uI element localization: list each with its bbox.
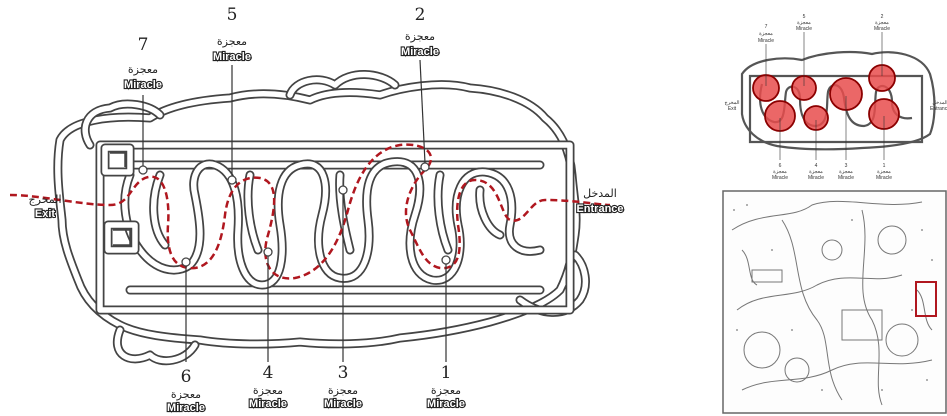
thumbnail-site-plan xyxy=(722,190,947,414)
svg-text:3: 3 xyxy=(845,163,848,169)
site-plan-texture xyxy=(733,204,933,391)
svg-text:1: 1 xyxy=(441,363,452,383)
svg-text:Exit: Exit xyxy=(728,106,737,112)
thumbnail-miracles-highlighted: 7 معجزة Miracle 5 معجزة Miracle 2 معجزة … xyxy=(724,14,947,181)
svg-text:معجزة: معجزة xyxy=(217,35,247,48)
svg-text:Miracle: Miracle xyxy=(874,26,890,32)
label-miracle-3: 3 معجزة Miracle xyxy=(323,363,363,411)
svg-text:المخرج: المخرج xyxy=(28,193,61,206)
label-entrance: المدخل Entrance xyxy=(575,187,624,216)
label-miracle-4: 4 معجزة Miracle xyxy=(248,363,288,411)
miracle-marker-2 xyxy=(420,162,430,172)
label-miracle-2: 2 معجزة Miracle xyxy=(400,5,440,59)
svg-text:5: 5 xyxy=(803,14,806,20)
svg-text:معجزة: معجزة xyxy=(431,384,461,397)
svg-text:معجزة: معجزة xyxy=(797,20,811,26)
svg-text:Miracle: Miracle xyxy=(324,398,362,410)
svg-text:المدخل: المدخل xyxy=(583,187,617,200)
site-plan-sketch xyxy=(731,200,933,406)
miracle-marker-5 xyxy=(227,175,237,185)
svg-text:Miracle: Miracle xyxy=(124,79,162,91)
svg-text:معجزة: معجزة xyxy=(839,169,853,175)
site-plan-frame xyxy=(722,190,947,414)
svg-text:7: 7 xyxy=(765,24,768,30)
svg-text:معجزة: معجزة xyxy=(875,20,889,26)
svg-text:Miracle: Miracle xyxy=(758,38,774,44)
svg-text:معجزة: معجزة xyxy=(877,169,891,175)
thumb-exit-entrance: المخرج Exit المدخل Entrance xyxy=(724,100,947,112)
svg-text:4: 4 xyxy=(815,163,818,169)
svg-text:معجزة: معجزة xyxy=(128,63,158,76)
miracle-marker-7 xyxy=(138,165,148,175)
svg-text:معجزة: معجزة xyxy=(405,30,435,43)
svg-text:2: 2 xyxy=(881,14,884,20)
visitor-route xyxy=(9,143,611,280)
svg-text:Miracle: Miracle xyxy=(249,398,287,410)
svg-text:2: 2 xyxy=(415,5,426,25)
miracle-marker-4 xyxy=(263,247,273,257)
miracle-marker-1 xyxy=(441,255,451,265)
svg-text:Entrance: Entrance xyxy=(576,203,623,215)
svg-text:7: 7 xyxy=(138,35,149,55)
svg-text:3: 3 xyxy=(338,363,349,383)
maze-left-boxes xyxy=(100,143,140,255)
svg-text:المدخل: المدخل xyxy=(932,100,947,106)
svg-text:Miracle: Miracle xyxy=(808,175,824,181)
svg-text:4: 4 xyxy=(263,363,274,383)
label-miracle-5: 5 معجزة Miracle xyxy=(212,5,252,64)
maze-outer-wall xyxy=(53,80,581,349)
label-miracle-6: 6 معجزة Miracle xyxy=(166,367,206,415)
miracle-marker-3 xyxy=(338,185,348,195)
svg-text:المخرج: المخرج xyxy=(724,100,739,106)
svg-text:6: 6 xyxy=(181,367,192,387)
svg-text:Miracle: Miracle xyxy=(401,46,439,58)
label-exit: المخرج Exit xyxy=(28,193,61,221)
svg-text:Miracle: Miracle xyxy=(796,26,812,32)
svg-text:Miracle: Miracle xyxy=(876,175,892,181)
label-miracle-7: 7 معجزة Miracle xyxy=(123,35,163,92)
svg-text:Miracle: Miracle xyxy=(167,402,205,414)
label-miracle-1: 1 معجزة Miracle xyxy=(426,363,466,411)
svg-text:معجزة: معجزة xyxy=(759,31,773,37)
svg-text:معجزة: معجزة xyxy=(773,169,787,175)
maze-diagram: 7 معجزة Miracle 5 معجزة Miracle 2 معجزة … xyxy=(9,5,625,415)
leader-lines xyxy=(142,59,447,362)
svg-text:Miracle: Miracle xyxy=(772,175,788,181)
svg-text:Entrance: Entrance xyxy=(930,106,947,112)
svg-text:Miracle: Miracle xyxy=(838,175,854,181)
svg-text:معجزة: معجزة xyxy=(253,384,283,397)
thumb-labels-top: 7 معجزة Miracle 5 معجزة Miracle 2 معجزة … xyxy=(758,14,890,44)
thumb-labels-bottom: 6 معجزة Miracle 4 معجزة Miracle 3 معجزة … xyxy=(772,163,892,181)
svg-text:Miracle: Miracle xyxy=(427,398,465,410)
svg-text:Miracle: Miracle xyxy=(213,51,251,63)
site-plan-highlight-box xyxy=(915,281,937,317)
svg-text:معجزة: معجزة xyxy=(328,384,358,397)
thumb-leaders xyxy=(765,32,885,160)
svg-text:1: 1 xyxy=(883,163,886,169)
svg-text:5: 5 xyxy=(227,5,238,25)
miracle-markers xyxy=(138,162,451,267)
svg-text:Exit: Exit xyxy=(35,208,56,220)
svg-text:معجزة: معجزة xyxy=(171,388,201,401)
maze-rectangular-frame xyxy=(95,140,575,315)
svg-text:6: 6 xyxy=(779,163,782,169)
miracle-marker-6 xyxy=(181,257,191,267)
svg-text:معجزة: معجزة xyxy=(809,169,823,175)
